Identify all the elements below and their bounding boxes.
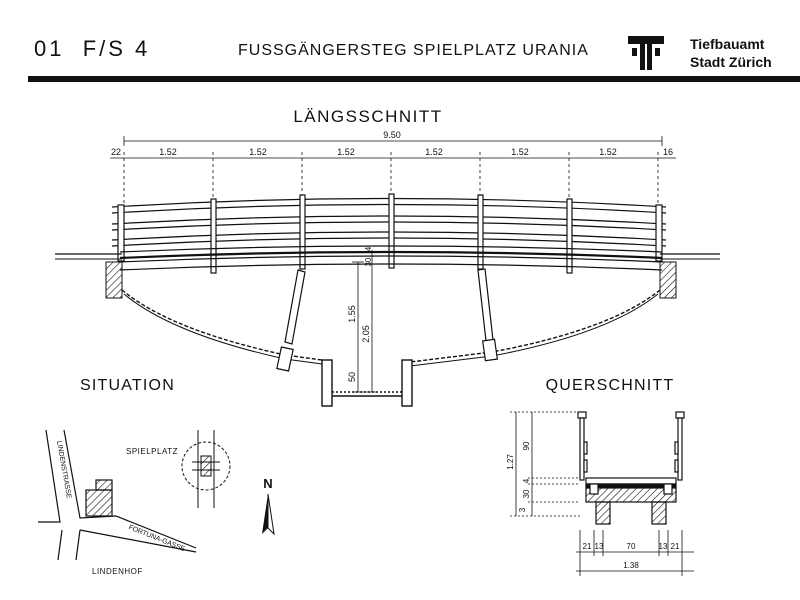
support-struts xyxy=(276,268,499,372)
span-dimension-chain xyxy=(110,136,676,204)
dim-cross-w2: 13 xyxy=(595,542,604,551)
dim-cross-w4: 13 xyxy=(659,542,668,551)
dim-deck-30: 30 xyxy=(364,257,373,266)
dim-bay-2: 1.52 xyxy=(249,147,267,157)
dim-cross-beam: 30 xyxy=(522,489,531,498)
cross-section-drawing xyxy=(577,411,685,525)
street-label-lindenstrasse: LINDENSTRASSE xyxy=(55,440,72,499)
dim-bay-4: 1.52 xyxy=(425,147,443,157)
dim-bay-6: 1.52 xyxy=(599,147,617,157)
dim-end-right: 16 xyxy=(663,147,673,157)
dim-cross-total-height: 1.27 xyxy=(506,454,515,470)
cross-section-dimension-lines xyxy=(510,411,694,576)
sheet-code: 01 F/S 4 xyxy=(34,36,151,61)
dim-overall-span: 9.50 xyxy=(383,130,401,140)
dim-cross-total-width: 1.38 xyxy=(623,561,639,570)
ground-left xyxy=(55,253,123,299)
long-section-title: LÄNGSSCHNITT xyxy=(293,107,442,126)
central-footing xyxy=(321,359,413,407)
dim-cross-w5: 21 xyxy=(671,542,680,551)
north-arrow-icon xyxy=(262,493,275,536)
project-title: FUSSGÄNGERSTEG SPIELPLATZ URANIA xyxy=(238,42,589,59)
dim-cross-w3: 70 xyxy=(627,542,636,551)
dim-bay-1: 1.52 xyxy=(159,147,177,157)
dim-cross-decking: 4 xyxy=(522,478,531,483)
playground-label: SPIELPLATZ xyxy=(126,447,178,456)
dim-cross-base: 3 xyxy=(518,507,527,512)
dim-deck-4: 4 xyxy=(364,246,373,251)
bridge-location-detail xyxy=(181,430,231,508)
agency-logo-icon xyxy=(628,36,664,70)
site-plan xyxy=(38,429,197,561)
dim-footing-depth: 50 xyxy=(347,372,357,382)
bridge-deck xyxy=(119,245,663,271)
dim-end-left: 22 xyxy=(111,147,121,157)
area-label-lindenhof: LINDENHOF xyxy=(92,567,143,576)
ravine-profile xyxy=(121,289,661,367)
north-label: N xyxy=(263,476,272,491)
street-label-fortuna-gasse: FORTUNA-GASSE xyxy=(127,524,186,553)
dim-bay-5: 1.52 xyxy=(511,147,529,157)
header-rule xyxy=(28,76,800,82)
railing xyxy=(111,193,667,274)
dim-total-height: 2.05 xyxy=(361,325,371,343)
ground-right xyxy=(659,253,720,299)
dim-cross-railing: 90 xyxy=(522,441,531,450)
situation-title: SITUATION xyxy=(80,377,175,394)
dim-post-height: 1.55 xyxy=(347,305,357,323)
dim-bay-3: 1.52 xyxy=(337,147,355,157)
agency-name-line2: Stadt Zürich xyxy=(690,54,772,70)
height-dimension-lines xyxy=(352,250,378,393)
agency-name-line1: Tiefbauamt xyxy=(690,36,765,52)
dim-cross-w1: 21 xyxy=(583,542,592,551)
cross-section-title: QUERSCHNITT xyxy=(546,377,675,394)
